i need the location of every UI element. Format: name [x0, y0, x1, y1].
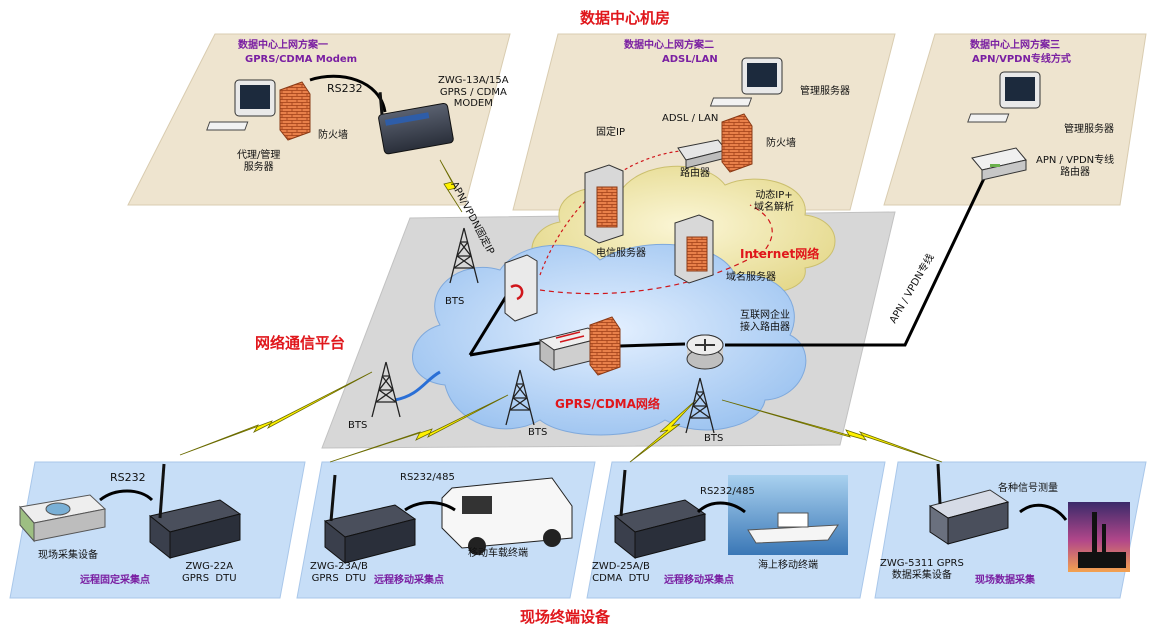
t2-model-label: ZWG-23A/B GPRS DTU: [310, 561, 368, 584]
lightning-modem-bts: [439, 159, 463, 213]
t1-model-label: ZWG-22A GPRS DTU: [182, 561, 237, 584]
rs232-485-arrow: [696, 501, 746, 514]
plan1-panel: [127, 33, 511, 206]
rs232-arrow: [99, 489, 154, 502]
plan1-title: 数据中心上网方案一: [238, 40, 328, 51]
t3-caption: 远程移动采集点: [664, 575, 734, 586]
field-device-icon: [19, 494, 107, 543]
firewall-label: 防火墙: [318, 130, 348, 141]
t4-measure-label: 各种信号测量: [998, 483, 1058, 494]
gprs-network-label: GPRS/CDMA网络: [555, 397, 660, 411]
modem-icon: [378, 92, 454, 155]
lightning-t3: [629, 399, 697, 463]
apn-line: [725, 169, 990, 347]
t2-vehicle-label: 移动车载终端: [468, 548, 528, 559]
bts-label-top: BTS: [445, 296, 465, 307]
measure-arrow: [1019, 503, 1068, 521]
datacenter-title: 数据中心机房: [580, 9, 671, 27]
firewall-label-2: 防火墙: [766, 138, 796, 149]
ambulance-icon: [441, 477, 573, 555]
server-icon: [584, 164, 624, 244]
dtu-icon: [613, 469, 707, 560]
dtu-icon: [148, 463, 242, 560]
firewall-icon: [721, 113, 753, 173]
core-router-icon: [686, 334, 724, 370]
t4-model-label: ZWG-5311 GPRS 数据采集设备: [880, 558, 964, 581]
plan3-subtitle: APN/VPDN专线方式: [972, 54, 1071, 65]
network-title: 网络通信平台: [255, 334, 346, 352]
plan2-subtitle: ADSL/LAN: [662, 54, 718, 65]
internet-label: Internet网络: [740, 247, 820, 261]
dynamic-ip-label: 动态IP+ 域名解析: [754, 190, 794, 213]
dashed-dynamic: [539, 204, 773, 295]
adsl-lan-label: ADSL / LAN: [662, 113, 719, 124]
tower-left: [371, 361, 401, 418]
firewall-icon: [279, 81, 311, 141]
black-link-3: [619, 342, 686, 348]
dns-server-label: 域名服务器: [726, 272, 776, 283]
bts-label-right: BTS: [704, 433, 724, 444]
t3-ship-label: 海上移动终端: [758, 560, 818, 571]
t1-rs-label: RS232: [110, 471, 146, 484]
plan2-title: 数据中心上网方案二: [624, 40, 714, 51]
black-link-2: [469, 340, 546, 357]
terminals-title: 现场终端设备: [520, 608, 611, 626]
router-label: 路由器: [680, 168, 710, 179]
rs232-label: RS232: [327, 82, 363, 95]
server-icon: [674, 214, 714, 284]
factory-photo: [1068, 502, 1130, 572]
plan3-title: 数据中心上网方案三: [970, 40, 1060, 51]
lightning-t1: [179, 371, 373, 456]
ship-photo: [728, 475, 848, 555]
t2-rs-label: RS232/485: [400, 472, 455, 483]
bts-label-middle: BTS: [528, 427, 548, 438]
bts-towers: [371, 227, 715, 434]
dtu-icon: [323, 474, 417, 565]
computer-icon: [709, 57, 783, 107]
tower-middle: [505, 369, 535, 426]
wireless-links: [179, 159, 943, 463]
blue-link: [394, 370, 441, 402]
t1-device-label: 现场采集设备: [38, 550, 98, 561]
black-link-1: [468, 289, 512, 356]
telecom-server-label: 电信服务器: [596, 248, 646, 259]
rs232-485-arrow: [404, 501, 456, 512]
tower-top: [449, 227, 479, 284]
lightning-t2: [329, 394, 509, 463]
t1-caption: 远程固定采集点: [80, 575, 150, 586]
computer-icon: [206, 79, 276, 131]
bts-label-left: BTS: [348, 420, 368, 431]
fixed-ip-label: 固定IP: [596, 127, 625, 138]
enterprise-router-label: 互联网企业 接入路由器: [740, 310, 790, 333]
mgmt-server-label: 管理服务器: [800, 86, 850, 97]
t4-caption: 现场数据采集: [975, 575, 1035, 586]
lightning-t4: [721, 399, 943, 463]
gateway-server-icon: [504, 254, 538, 322]
plan3-panel: [883, 33, 1147, 206]
apn-router-label: APN / VPDN专线 路由器: [1036, 155, 1115, 178]
modem-label: ZWG-13A/15A GPRS / CDMA MODEM: [438, 75, 509, 109]
plan1-subtitle: GPRS/CDMA Modem: [245, 54, 358, 65]
mgmt-server-label-3: 管理服务器: [1064, 124, 1114, 135]
firewall-icon: [589, 316, 621, 376]
tower-right: [685, 377, 715, 434]
dtu-icon: [928, 463, 1010, 545]
computer-icon: [967, 71, 1041, 123]
t3-rs-label: RS232/485: [700, 486, 755, 497]
apn-router-icon: [971, 147, 1027, 181]
t3-model-label: ZWD-25A/B CDMA DTU: [592, 561, 650, 584]
t2-caption: 远程移动采集点: [374, 575, 444, 586]
proxy-server-label: 代理/管理 服务器: [237, 150, 281, 173]
